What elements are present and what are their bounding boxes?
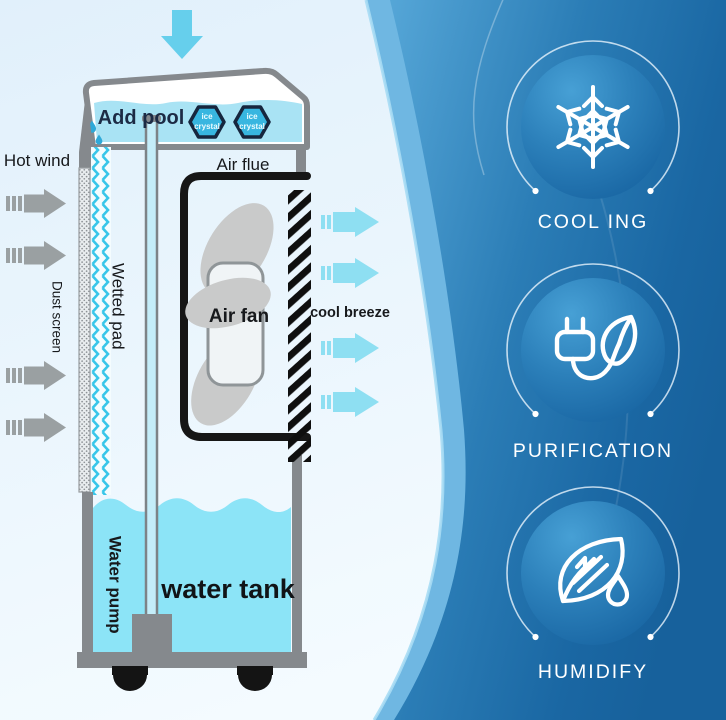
cool-breeze-label: cool breeze	[310, 305, 390, 321]
wetted-pad-label: Wetted pad	[109, 263, 128, 350]
water-fill-down-arrow-icon	[161, 10, 203, 59]
ring-dot	[647, 633, 654, 641]
ice-crystal-hexagons: ice crystal ice crystal	[188, 105, 271, 139]
leaf-waterdrop-icon	[558, 536, 630, 607]
ice-crystal-label-line2: crystal	[194, 122, 220, 131]
outlet-grille	[288, 190, 311, 462]
wheel	[113, 675, 147, 691]
wetted-pad-texture	[91, 147, 111, 495]
air-flue-label: Air flue	[217, 155, 270, 174]
fan-blade	[185, 277, 271, 329]
wheel-mount	[112, 666, 148, 675]
ring-dot	[647, 187, 654, 195]
dust-screen-panel	[78, 167, 91, 493]
feature-cooling-badge: COOL ING	[506, 40, 680, 233]
hot-wind-label: Hot wind	[4, 151, 70, 170]
air-fan-assembly	[185, 203, 274, 426]
ring-dot	[647, 410, 654, 418]
ring-dot	[532, 187, 539, 195]
feature-purification-badge: PURIFICATION	[506, 263, 680, 462]
badge-ring	[506, 40, 680, 214]
feature-badges: COOL ING PURIFICATION	[506, 40, 680, 683]
air-cooler-device: ice crystal ice crystal	[4, 10, 390, 691]
ring-dot	[532, 410, 539, 418]
feature-humidify-label: HUMIDIFY	[538, 661, 648, 683]
water-pipe-outlet	[142, 115, 161, 122]
ice-crystal-hexagon	[188, 105, 226, 139]
ice-crystal-label-line1: ice	[201, 112, 213, 121]
decorative-arc	[472, 0, 504, 176]
badge-ring	[506, 263, 680, 437]
water-tank-label: water tank	[160, 574, 296, 604]
ice-crystal-hexagon	[233, 105, 271, 139]
air-chamber-outline	[180, 172, 311, 441]
badge-circle	[521, 501, 665, 645]
left-wall	[79, 92, 93, 170]
ice-crystal-label-line2: crystal	[239, 122, 265, 131]
device-base	[77, 652, 307, 668]
dust-screen-label: Dust screen	[50, 281, 65, 353]
caster-wheels	[112, 666, 273, 691]
ice-crystal-label-line1: ice	[246, 112, 258, 121]
ring-dot	[532, 633, 539, 641]
plug-leaf-icon	[554, 314, 638, 381]
water-pump-label: Water pump	[106, 536, 125, 634]
right-upper-wall	[296, 144, 306, 178]
left-lower-wall	[82, 492, 93, 664]
badge-ring	[506, 486, 680, 660]
air-fan-label: Air fan	[209, 306, 269, 327]
water-pump-unit	[132, 614, 172, 658]
wheel	[238, 675, 272, 691]
feature-purification-label: PURIFICATION	[513, 440, 673, 462]
water-pipe	[144, 117, 159, 621]
wheel-mount	[237, 666, 273, 675]
feature-cooling-label: COOL ING	[538, 211, 649, 233]
wave-edge-line	[364, 0, 445, 720]
feature-humidify-badge: HUMIDIFY	[506, 486, 680, 683]
right-lower-wall	[292, 455, 302, 660]
add-pool-label: Add pool	[98, 107, 185, 129]
